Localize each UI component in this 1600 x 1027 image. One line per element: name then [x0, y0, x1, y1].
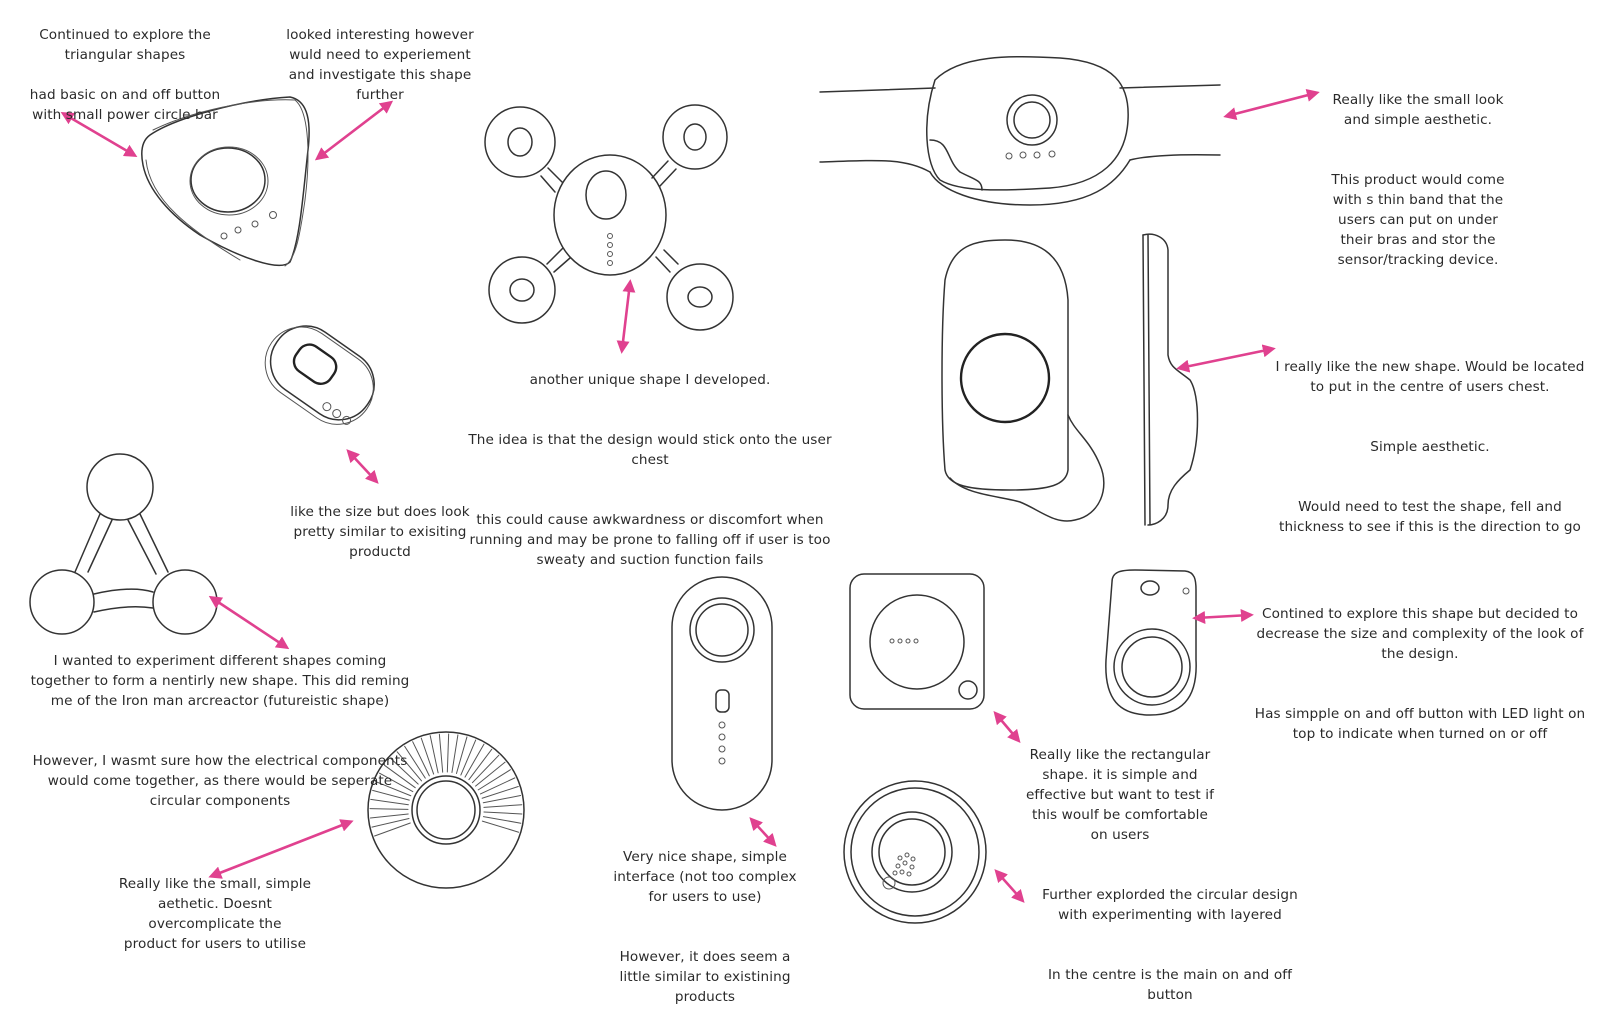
- note-text: The idea is that the design would stick …: [468, 432, 832, 468]
- disc-ridge-line: [429, 735, 439, 774]
- note-arc-reactor: I wanted to experiment different shapes …: [20, 631, 420, 831]
- arrow-capsule: [749, 817, 777, 847]
- disc-ridge-line: [446, 733, 450, 773]
- sketch-tag-device: [1105, 569, 1197, 716]
- note-circular: Further explorded the circular design wi…: [1020, 865, 1320, 1025]
- note-text: like the size but does look pretty simil…: [290, 504, 470, 560]
- disc-ridge-line: [371, 818, 410, 828]
- disc-ridge-line: [420, 737, 435, 775]
- note-clover: another unique shape I developed. The id…: [460, 350, 840, 590]
- note-text: In the centre is the main on and off but…: [1047, 967, 1293, 1003]
- arrow-triangle-interesting: [314, 100, 394, 161]
- disc-ridge-line: [384, 764, 416, 789]
- note-text: Really like the small look and simple ae…: [1332, 92, 1504, 128]
- disc-ridge-line: [374, 822, 411, 837]
- arrow-triangle-button: [60, 112, 138, 157]
- note-tag: Contined to explore this shape but decid…: [1245, 584, 1595, 764]
- arrow-band: [1223, 88, 1320, 121]
- sketch-band-device: [819, 55, 1221, 206]
- disc-ridge-line: [451, 734, 459, 773]
- disc-ridge-line: [482, 816, 522, 824]
- disc-ridge-line: [379, 772, 414, 793]
- sketch-triangle-device: [141, 96, 310, 267]
- note-pebble: like the size but does look pretty simil…: [280, 482, 480, 582]
- note-text: Really like the small, simple aethetic. …: [118, 876, 312, 952]
- arrow-arc-reactor: [208, 595, 290, 650]
- sketch-board: [29, 55, 1320, 924]
- note-text: Would need to test the shape, fell and t…: [1279, 499, 1581, 535]
- disc-ridge-line: [479, 777, 516, 795]
- disc-ridge-line: [404, 745, 426, 779]
- arrow-clover: [616, 279, 636, 354]
- sketch-capsule-device: [671, 576, 773, 811]
- disc-ridge-line: [460, 739, 477, 776]
- note-square: Really like the rectangular shape. it is…: [1005, 725, 1235, 865]
- note-text: Very nice shape, simple interface (not t…: [613, 849, 797, 905]
- disc-ridge-line: [412, 741, 430, 777]
- note-disc: Really like the small, simple aethetic. …: [105, 854, 325, 974]
- note-band: Really like the small look and simple ae…: [1318, 70, 1518, 290]
- disc-ridge-line: [369, 808, 409, 810]
- note-text: looked interesting however wuld need to …: [286, 27, 474, 103]
- note-text: Continued to explore the triangular shap…: [39, 27, 211, 63]
- disc-ridge-line: [369, 813, 409, 819]
- sketch-chest-device: [941, 233, 1199, 526]
- disc-ridge-line: [375, 781, 412, 797]
- disc-ridge-line: [438, 733, 444, 773]
- note-text: I wanted to experiment different shapes …: [30, 653, 410, 709]
- note-text: This product would come with s thin band…: [1331, 172, 1505, 268]
- note-text: Contined to explore this shape but decid…: [1256, 606, 1584, 662]
- note-text: Really like the rectangular shape. it is…: [1025, 747, 1215, 843]
- arrow-tag: [1192, 609, 1254, 624]
- note-text: I really like the new shape. Would be lo…: [1275, 359, 1585, 395]
- arrow-circular: [994, 869, 1025, 903]
- note-text: this could cause awkwardness or discomfo…: [469, 512, 831, 568]
- note-triangle-interesting: looked interesting however wuld need to …: [275, 5, 485, 125]
- note-chest-shape: I really like the new shape. Would be lo…: [1265, 337, 1595, 557]
- disc-ridge-lines: [369, 733, 523, 837]
- sketch-clover-device: [484, 104, 734, 331]
- disc-ridge-line: [471, 754, 500, 784]
- note-text: Simple aesthetic.: [1370, 439, 1490, 455]
- sketch-arc-reactor-device: [29, 453, 218, 635]
- disc-ridge-line: [396, 751, 423, 782]
- sketch-pebble-device: [264, 325, 375, 425]
- sketch-disc-device: [367, 731, 525, 889]
- note-text: However, it does seem a little similar t…: [619, 949, 791, 1005]
- disc-ridge-line: [477, 769, 511, 791]
- arrow-disc: [208, 819, 354, 879]
- disc-ridge-line: [481, 820, 520, 833]
- sketch-square-device: [849, 573, 985, 710]
- disc-ridge-line: [483, 804, 523, 808]
- note-text: Further explorded the circular design wi…: [1042, 887, 1298, 923]
- disc-ridge-line: [482, 794, 522, 804]
- note-capsule: Very nice shape, simple interface (not t…: [590, 827, 820, 1027]
- sketch-circular-device: [843, 780, 987, 924]
- arrow-square: [993, 711, 1021, 743]
- note-text: another unique shape I developed.: [529, 372, 771, 388]
- disc-ridge-line: [455, 736, 468, 774]
- circular-button-dots: [892, 852, 916, 877]
- note-text: However, I wasmt sure how the electrical…: [32, 753, 408, 809]
- note-triangle-explore: Continued to explore the triangular shap…: [20, 5, 230, 85]
- disc-ridge-line: [483, 811, 523, 815]
- note-text: had basic on and off button with small p…: [29, 87, 221, 123]
- disc-ridge-line: [370, 798, 409, 806]
- disc-ridge-line: [389, 757, 419, 785]
- disc-ridge-line: [464, 743, 485, 778]
- note-triangle-button: had basic on and off button with small p…: [10, 65, 240, 145]
- arrow-pebble: [346, 449, 379, 484]
- note-text: Has simpple on and off button with LED l…: [1254, 706, 1586, 742]
- disc-ridge-line: [475, 761, 506, 787]
- disc-ridge-line: [481, 786, 519, 799]
- disc-ridge-line: [372, 789, 410, 801]
- arrow-chest: [1176, 344, 1276, 373]
- disc-ridge-line: [468, 748, 493, 781]
